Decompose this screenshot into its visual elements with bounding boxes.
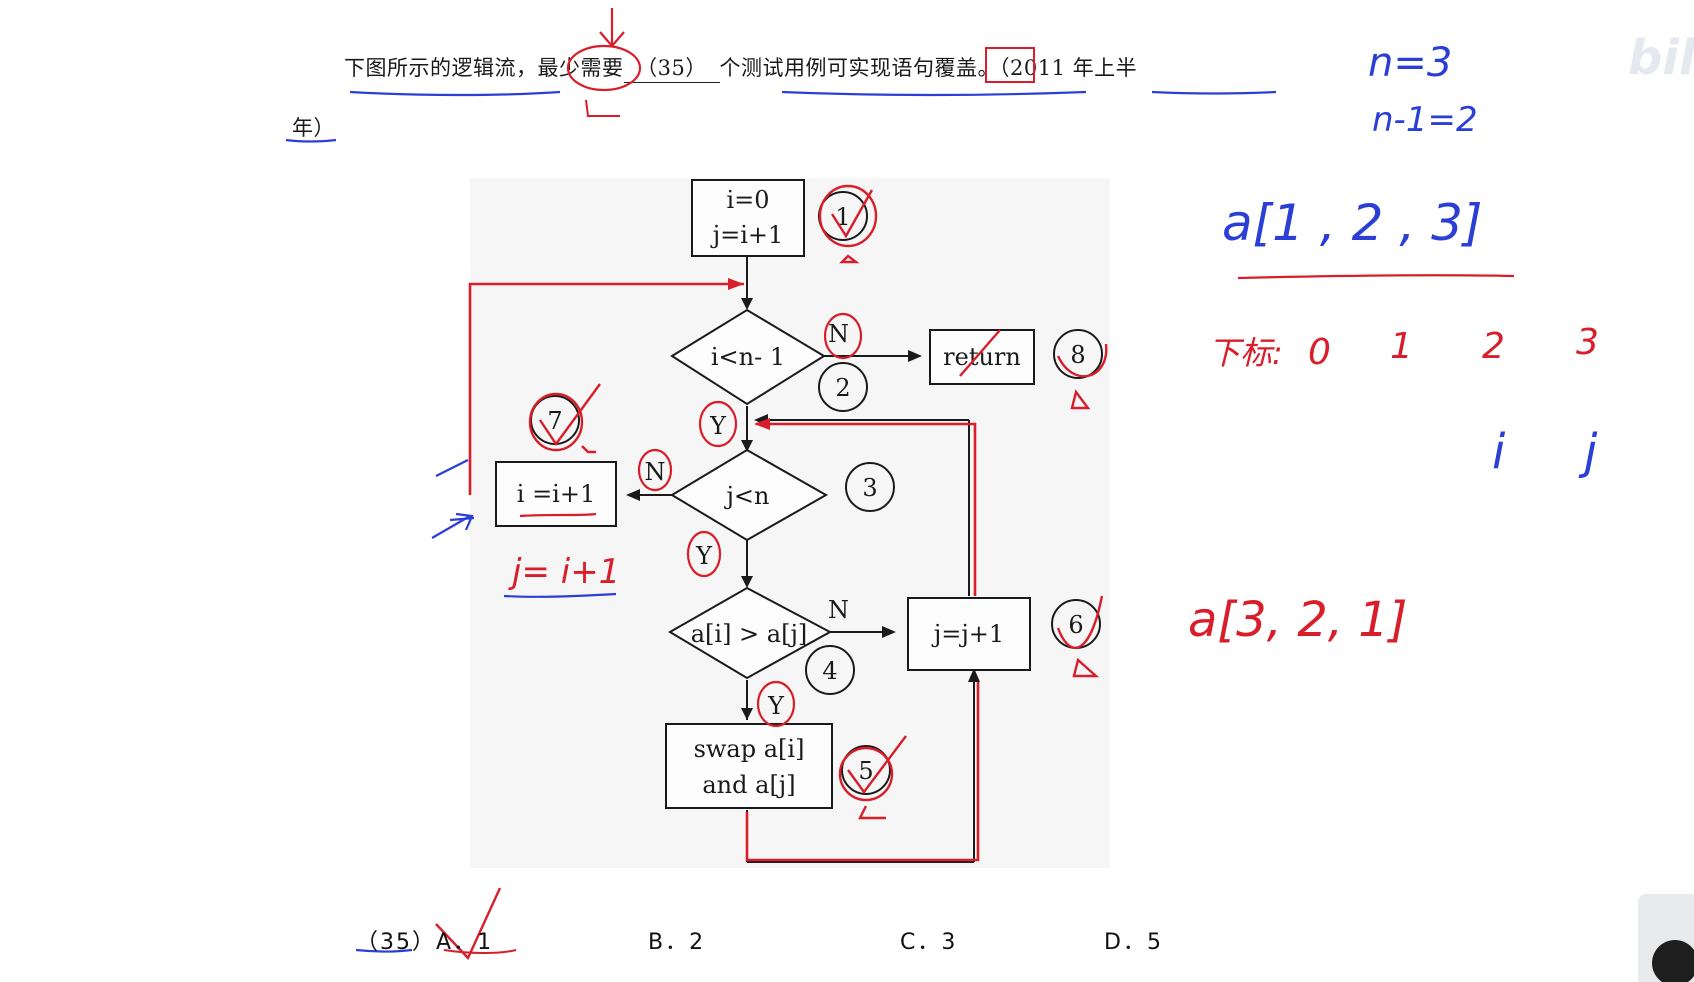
- node-number-circles: [530, 191, 1103, 795]
- choice-c[interactable]: C．3: [900, 924, 957, 956]
- label-n-cond1: N: [828, 320, 849, 348]
- red-arrow-least: [599, 8, 625, 48]
- red-box-keyword: [985, 47, 1035, 83]
- red-yn-circles: [637, 312, 863, 728]
- question-line-2: 年）: [292, 112, 335, 142]
- diamond-cond3-text: a[i] > a[j]: [691, 620, 808, 648]
- presenter-avatar: [1652, 940, 1694, 982]
- note-n-minus: n-1=2: [1372, 100, 1478, 140]
- choice-a-key: A．: [436, 930, 478, 955]
- blue-underlines: [285, 90, 1277, 953]
- note-j-eq: j= i+1: [512, 552, 621, 592]
- note-index-1: 1: [1390, 326, 1413, 367]
- red-underline-array: [1237, 274, 1515, 280]
- choice-c-text: 3: [941, 930, 958, 955]
- red-mark-least: [585, 99, 620, 117]
- question-text-a: 下图所示的逻辑流，最少需要: [344, 56, 624, 80]
- note-array-2: a[3, 2, 1]: [1188, 592, 1408, 648]
- answer-a-check: [435, 887, 502, 961]
- blue-underline-j-note: [503, 592, 617, 598]
- diamond-cond1-text: i<n- 1: [711, 343, 785, 371]
- node-number-7: 7: [547, 407, 562, 435]
- flow-arrowheads: [626, 298, 980, 720]
- box-incr-j: j=j+1: [907, 597, 1031, 671]
- note-pointer-j: j: [1584, 424, 1598, 480]
- answer-a-underline: [443, 949, 517, 954]
- choice-c-key: C．: [900, 930, 942, 955]
- diamond-cond2: j<n: [670, 448, 829, 542]
- choice-b-key: B．: [648, 930, 690, 955]
- blue-arrow-pointer: [431, 512, 474, 539]
- note-index-2: 2: [1482, 326, 1505, 367]
- box-return-text: return: [943, 343, 1021, 371]
- note-index-3: 3: [1576, 322, 1599, 363]
- box-swap: swap a[i] and a[j]: [665, 723, 833, 809]
- note-pointer-i: i: [1492, 424, 1506, 480]
- choice-number: （35）: [356, 924, 436, 956]
- y-label-3: Y: [767, 692, 785, 720]
- red-check-marks: [528, 184, 1108, 820]
- choice-d[interactable]: D．5: [1104, 924, 1163, 956]
- node-number-4: 4: [822, 657, 837, 685]
- choice-d-text: 5: [1146, 930, 1163, 955]
- y-label-2: Y: [695, 542, 713, 570]
- question-text-b: 个测试用例可实现语句覆盖。（2011 年上半: [719, 56, 1138, 80]
- note-n-eq: n=3: [1368, 40, 1453, 86]
- choice-a-text: 1: [477, 930, 494, 955]
- box-init: i=0 j=i+1: [691, 179, 805, 257]
- box-init-line1: i=0: [726, 186, 769, 214]
- box-return: return: [929, 329, 1035, 385]
- box-incr-j-text: j=j+1: [931, 620, 1004, 648]
- note-index-0: 0: [1308, 332, 1331, 373]
- label-n-cond3: N: [828, 596, 849, 624]
- node-number-8: 8: [1070, 341, 1085, 369]
- red-ink-paths: [468, 282, 980, 862]
- diamond-cond3: a[i] > a[j]: [668, 586, 833, 680]
- diamond-cond2-text: j<n: [723, 482, 769, 510]
- question-text-c: 年）: [292, 116, 335, 140]
- box-swap-line2: and a[j]: [702, 771, 795, 799]
- red-ink-arrowheads: [728, 278, 770, 430]
- diamond-cond1: i<n- 1: [670, 308, 826, 406]
- node-number-2: 2: [835, 374, 850, 402]
- box-init-line2: j=i+1: [710, 221, 784, 249]
- choice-number-label: （35）: [356, 930, 436, 955]
- choice-d-key: D．: [1104, 930, 1147, 955]
- node-number-6: 6: [1068, 611, 1083, 639]
- box-incr-i: i =i+1: [495, 461, 617, 527]
- watermark-logo: bili: [1628, 30, 1694, 86]
- note-index-label: 下标:: [1208, 334, 1283, 372]
- node-number-1: 1: [835, 203, 850, 231]
- red-underline-incr-i: [519, 512, 597, 518]
- choice-a[interactable]: A．1: [436, 924, 493, 956]
- box-swap-line1: swap a[i]: [694, 735, 805, 763]
- node-number-3: 3: [862, 474, 877, 502]
- choice-b[interactable]: B．2: [648, 924, 705, 956]
- node-number-5: 5: [858, 757, 873, 785]
- question-blank: （35）: [623, 52, 720, 83]
- question-line-1: 下图所示的逻辑流，最少需要（35）个测试用例可实现语句覆盖。（2011 年上半: [344, 52, 1137, 83]
- choice-b-text: 2: [689, 930, 706, 955]
- note-array-1: a[1 , 2 , 3]: [1222, 194, 1483, 252]
- red-circle-least: [566, 44, 642, 92]
- webcam-overlay: [1638, 894, 1694, 982]
- n-label-cond2: N: [645, 458, 666, 486]
- box-incr-i-text: i =i+1: [517, 480, 595, 508]
- y-label-1: Y: [709, 412, 727, 440]
